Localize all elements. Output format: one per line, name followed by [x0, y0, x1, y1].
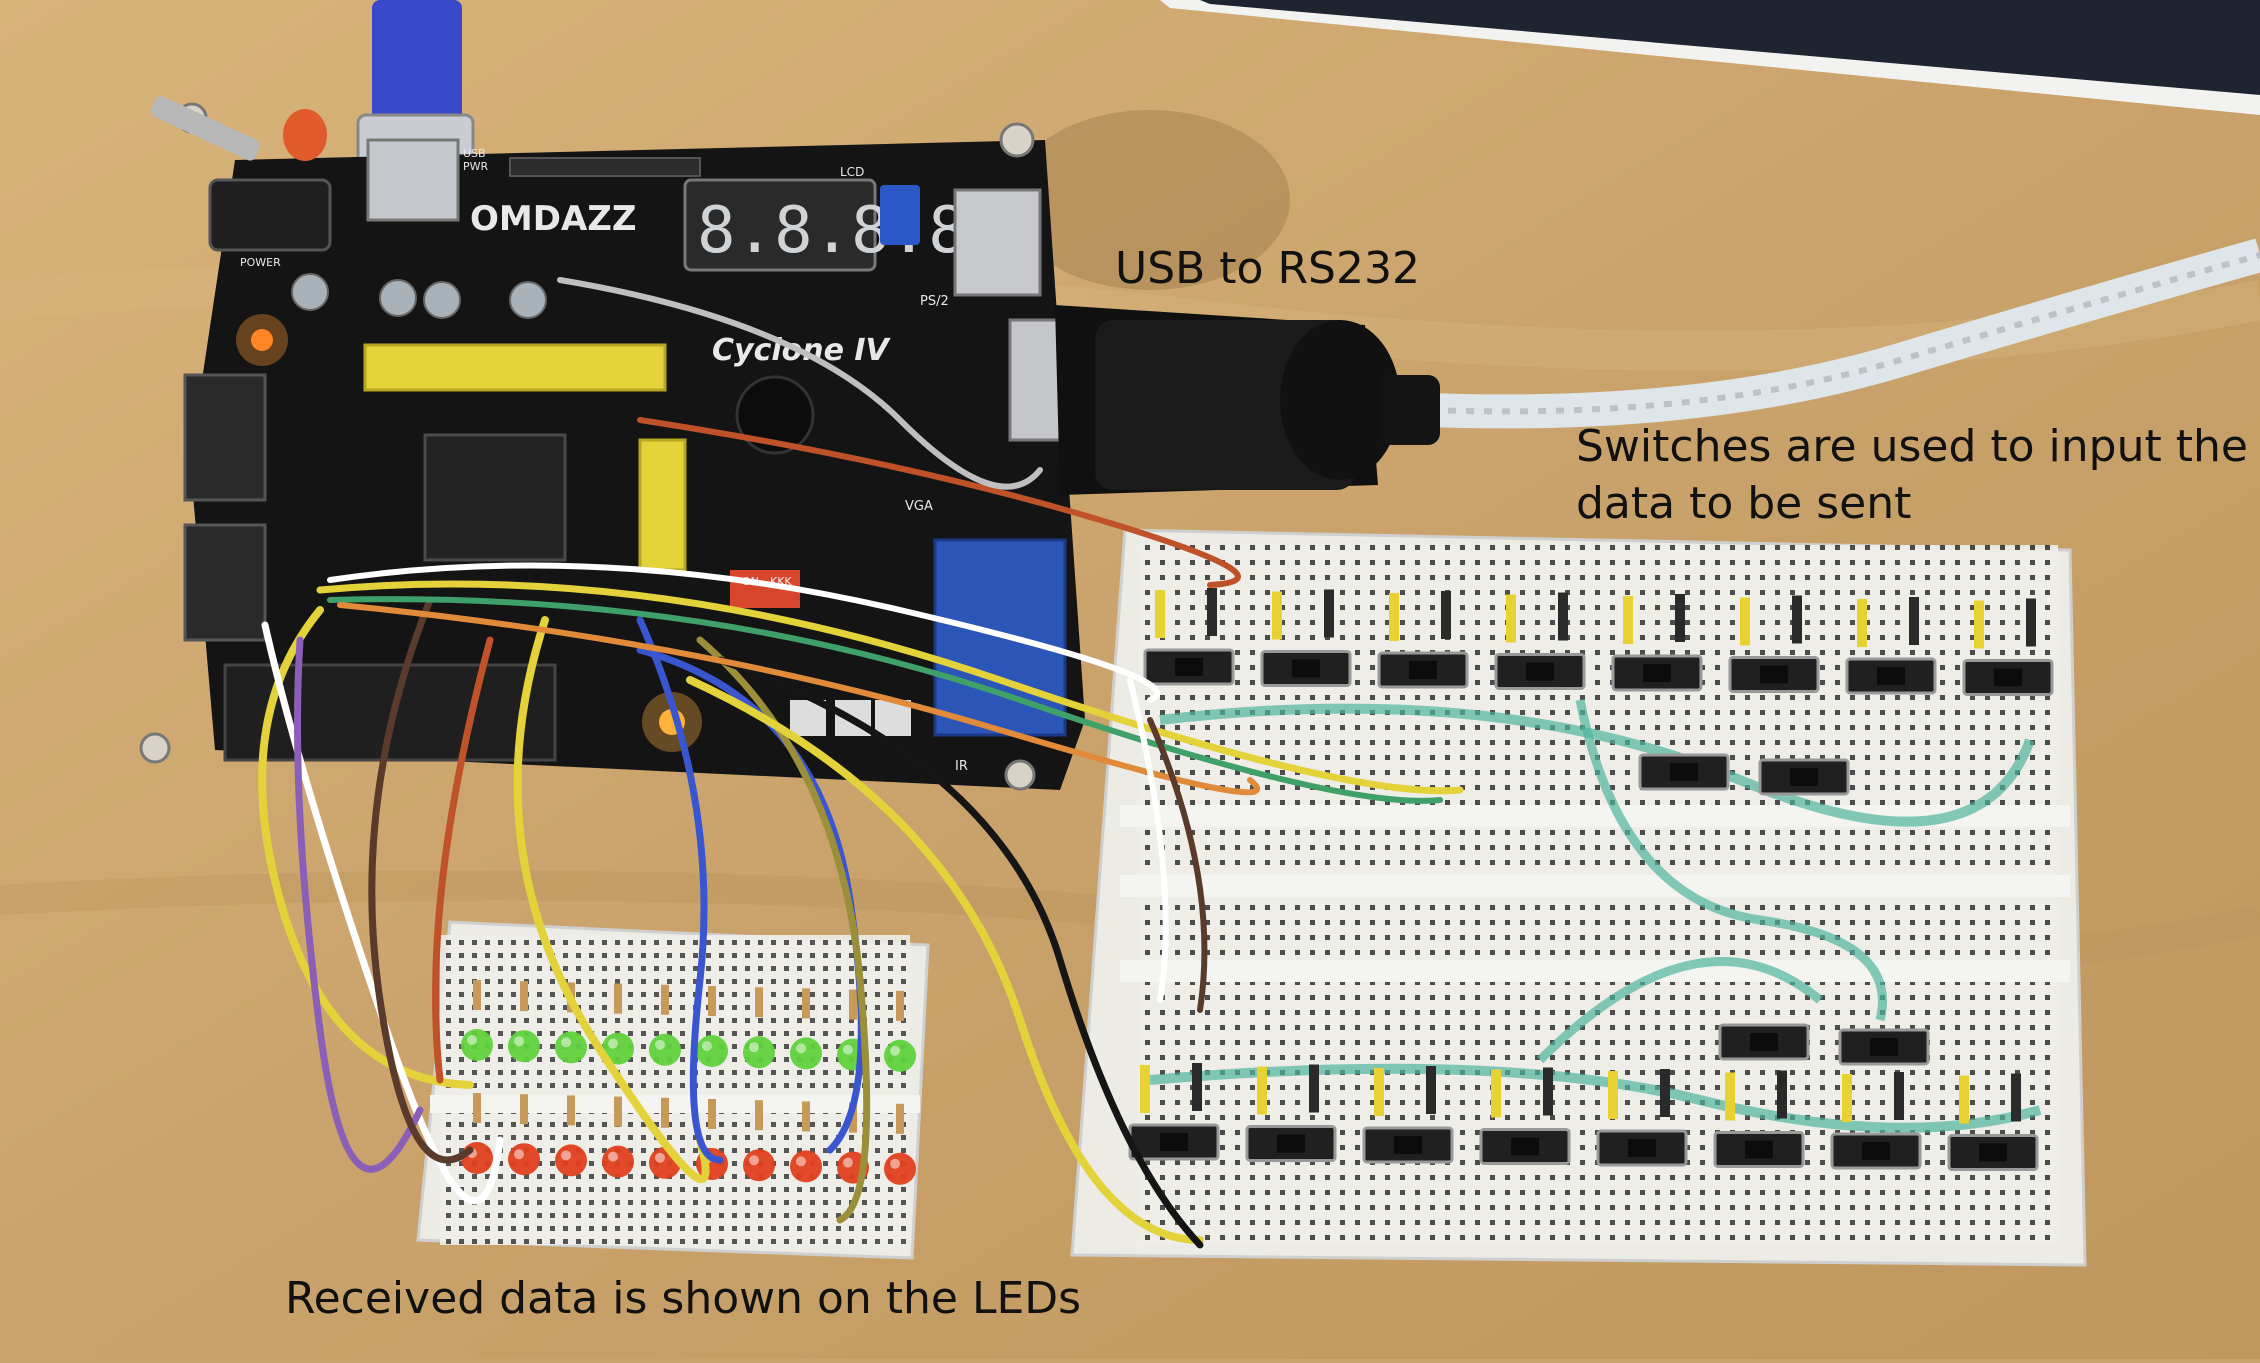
led: [602, 983, 634, 1065]
jumper-wires: [258, 277, 1464, 1249]
led: [461, 980, 493, 1061]
label-pwr: PWR: [463, 160, 489, 173]
led: [508, 1094, 540, 1176]
caption-switches-line2: data to be sent: [1576, 478, 1912, 530]
usb-rs232-adapter: [1055, 305, 1440, 495]
slide-switch: [1494, 592, 1586, 690]
led: [508, 981, 540, 1063]
led: [790, 988, 822, 1070]
slide-switch: [1947, 1073, 2039, 1171]
slide-switch: [1245, 1064, 1337, 1162]
slide-switch: [1845, 597, 1937, 695]
slide-switch: [1838, 1028, 1930, 1066]
slide-switch: [1596, 1069, 1688, 1167]
slide-switch: [1718, 1023, 1810, 1061]
caption-received-leds: Received data is shown on the LEDs: [285, 1273, 1082, 1324]
caption-switches-line1: Switches are used to input the: [1576, 421, 2248, 472]
led: [790, 1101, 822, 1183]
slide-switch: [1143, 588, 1235, 686]
slide-switch: [1638, 753, 1730, 791]
led: [555, 1095, 587, 1177]
switch-row-top: [1143, 588, 2054, 1066]
yellow-pin-header: [363, 343, 667, 392]
label-lcd: LCD: [840, 165, 864, 179]
switch-row-bottom: [1128, 1063, 2039, 1171]
label-ir: IR: [955, 759, 968, 774]
board-brand: OMDAZZ: [470, 199, 637, 239]
label-power: POWER: [240, 256, 281, 269]
slide-switch: [1758, 758, 1850, 796]
led: [884, 1103, 916, 1185]
slide-switch: [1713, 1070, 1805, 1168]
slide-switch: [1830, 1072, 1922, 1170]
label-ps2: PS/2: [920, 294, 949, 309]
caption-usb-to-rs232: USB to RS232: [1115, 243, 1420, 294]
led-green-row: [461, 980, 916, 1072]
fpga-chip: [423, 433, 567, 562]
slide-switch: [1362, 1066, 1454, 1164]
slide-switch: [1611, 594, 1703, 692]
led: [884, 990, 916, 1072]
slide-switch: [1479, 1067, 1571, 1165]
slide-switch: [1377, 591, 1469, 689]
led: [743, 987, 775, 1069]
caption-switches: Switches are used to input the data to b…: [1576, 418, 2248, 532]
slide-switch: [1962, 598, 2054, 696]
slide-switch: [1128, 1063, 1220, 1161]
label-usb: USB: [463, 147, 486, 160]
led-red-row: [461, 1093, 916, 1185]
led: [602, 1096, 634, 1178]
label-vga: VGA: [905, 499, 933, 514]
led: [649, 984, 681, 1066]
usb-cable: [372, 0, 462, 130]
fpga-board: OMDAZZ USB PWR 8.8.8.8. LCD PS/2 POWER C…: [139, 96, 1085, 791]
switch-breadboard: [1070, 528, 2087, 1267]
seven-segment-display: [683, 178, 877, 272]
slide-switch: [1260, 589, 1352, 687]
slide-switch: [1728, 595, 1820, 693]
led: [743, 1100, 775, 1182]
led: [696, 986, 728, 1067]
